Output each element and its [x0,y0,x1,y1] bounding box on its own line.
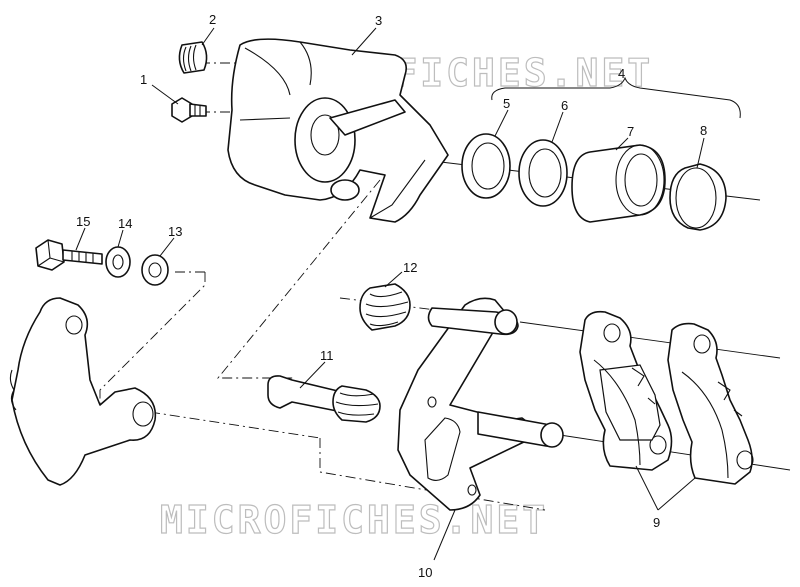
callout-6: 6 [561,98,568,113]
leader-lines [75,27,705,561]
part-11-slide-pin [267,375,381,423]
part-10-bracket [397,297,564,511]
part-9-brake-pad-b [667,322,754,485]
watermark-bottom: MICROFICHES.NET [160,498,548,542]
callout-15: 15 [76,214,90,229]
part-9-brake-pad-a [579,310,673,471]
callout-2: 2 [209,12,216,27]
callout-8: 8 [700,123,707,138]
part-5-seal [461,133,511,199]
callout-14: 14 [118,216,132,231]
part-12-boot [359,283,411,331]
callout-12: 12 [403,260,417,275]
part-1-bleeder-valve [171,97,207,123]
callout-13: 13 [168,224,182,239]
part-6-dust-seal [518,139,568,207]
callout-5: 5 [503,96,510,111]
part-3-caliper-body [227,38,449,223]
part-2-plug [178,41,208,74]
fork-mount [9,297,157,486]
part-13-washer [141,254,169,286]
callout-3: 3 [375,13,382,28]
group-bracket-4 [491,76,741,119]
callout-11: 11 [320,348,334,363]
callout-7: 7 [627,124,634,139]
callout-10: 10 [418,565,432,580]
part-8-cap [669,163,727,231]
callout-numbers: 1 2 3 4 5 6 7 8 9 10 11 12 13 14 15 [76,12,707,580]
part-15-bolt [35,239,103,271]
callout-1: 1 [140,72,147,87]
callout-9: 9 [653,515,660,530]
part-7-piston [571,144,666,223]
part-14-lock-washer [105,246,131,278]
callout-4: 4 [618,66,625,81]
